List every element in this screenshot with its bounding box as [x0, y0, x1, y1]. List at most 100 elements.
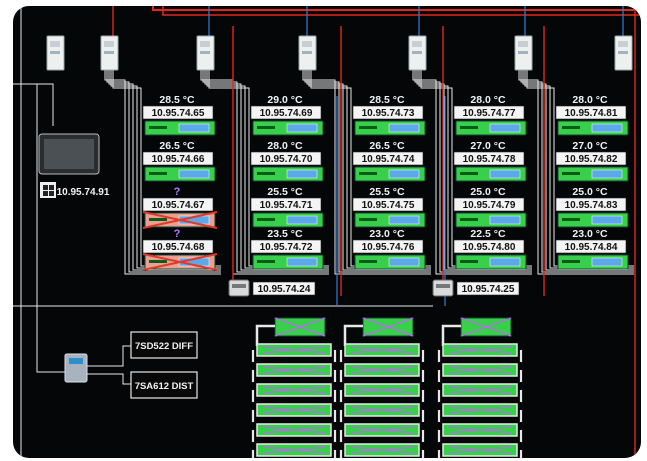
- gateway-ip: 10.95.74.24: [258, 284, 311, 295]
- temperature-reading: 26.5 °C: [369, 140, 405, 152]
- meter-module-7[interactable]: [614, 35, 633, 71]
- device-1-4[interactable]: ? 10.95.74.68: [142, 228, 218, 271]
- meter-module-4[interactable]: [298, 35, 317, 71]
- busbar-row: [251, 443, 337, 458]
- device-brand: [562, 218, 580, 221]
- device-column-3: 28.5 °C10.95.74.73 26.5 °C 10.95.74.74 25.5…: [352, 94, 426, 270]
- wire: [304, 70, 431, 273]
- device-brand: [149, 126, 167, 129]
- device-1-1[interactable]: 28.5 °C10.95.74.65: [142, 94, 216, 136]
- ip-label-box: [352, 197, 424, 212]
- meter-module-6[interactable]: [514, 35, 533, 71]
- meter-label: [104, 51, 114, 54]
- gateway-port: [436, 284, 450, 288]
- temperature-reading: 25.5 °C: [267, 186, 303, 198]
- wire: [460, 317, 512, 337]
- device-1-2[interactable]: 26.5 °C10.95.74.66: [142, 140, 216, 182]
- wire: [412, 70, 532, 275]
- wire: [106, 70, 221, 273]
- wire: [108, 70, 221, 271]
- wire: [262, 426, 326, 434]
- wire: [522, 70, 634, 271]
- ip-label-box: [250, 151, 322, 166]
- busbar-row: [339, 423, 425, 442]
- meter-display: [104, 41, 114, 47]
- device-2-1[interactable]: 29.0 °C10.95.74.69: [250, 94, 324, 136]
- device-2-4[interactable]: 23.5 °C10.95.74.72: [250, 228, 324, 270]
- device-4-1[interactable]: 28.0 °C10.95.74.77: [453, 94, 527, 136]
- wire: [87, 373, 131, 385]
- meter-module-2[interactable]: [100, 35, 119, 71]
- device-4-4[interactable]: 22.5 °C10.95.74.80: [453, 228, 527, 270]
- relay-2[interactable]: 7SA612 DIST: [130, 371, 198, 399]
- busbar-row: [251, 343, 337, 362]
- ip-label-box: [555, 151, 627, 166]
- ip-address: 10.95.74.74: [362, 154, 415, 165]
- device-5-2[interactable]: 27.0 °C10.95.74.82: [555, 140, 629, 182]
- busbar-row: [339, 403, 425, 422]
- meter-label: [302, 51, 312, 54]
- device-3-1[interactable]: 28.5 °C10.95.74.73: [352, 94, 426, 136]
- device-brand: [460, 172, 478, 175]
- device-display: [591, 215, 623, 225]
- device-2-2[interactable]: 28.0 °C10.95.74.70: [250, 140, 324, 182]
- device-3-2[interactable]: 26.5 °C 10.95.74.74: [352, 140, 426, 182]
- device-display: [286, 215, 318, 225]
- wire: [350, 346, 414, 354]
- device-brand: [257, 172, 275, 175]
- temperature-reading: ?: [174, 228, 181, 240]
- wire: [448, 386, 512, 394]
- meter-module-1[interactable]: [46, 35, 65, 71]
- ip-address: 10.95.74.68: [152, 242, 205, 253]
- workstation[interactable]: 10.95.74.91: [38, 133, 110, 198]
- busbar-group-2: [339, 317, 425, 458]
- meter-label: [618, 51, 628, 54]
- wire: [162, 6, 641, 16]
- gateway-2[interactable]: 10.95.74.25: [432, 279, 520, 297]
- device-display: [286, 257, 318, 267]
- wire: [350, 406, 414, 414]
- device-brand: [149, 218, 167, 221]
- meter-label: [50, 51, 60, 54]
- meter-display: [618, 41, 628, 47]
- device-5-3[interactable]: 25.0 °C10.95.74.83: [555, 186, 629, 228]
- device-4-2[interactable]: 27.0 °C10.95.74.78: [453, 140, 527, 182]
- temperature-reading: 28.5 °C: [159, 94, 195, 106]
- wire: [441, 324, 461, 346]
- device-3-4[interactable]: 23.0 °C10.95.74.76: [352, 228, 426, 270]
- temperature-reading: 27.0 °C: [470, 140, 506, 152]
- ip-address: 10.95.74.72: [260, 242, 313, 253]
- device-5-4[interactable]: 23.0 °C10.95.74.84: [555, 228, 629, 270]
- device-4-3[interactable]: 25.0 °C10.95.74.79: [453, 186, 527, 228]
- relay-box: [130, 331, 198, 359]
- ip-address: 10.95.74.69: [260, 108, 313, 119]
- temperature-reading: 28.0 °C: [267, 140, 303, 152]
- busbar-row: [339, 343, 425, 362]
- meter-module-5[interactable]: [408, 35, 427, 71]
- device-3-3[interactable]: 25.5 °C10.95.74.75: [352, 186, 426, 228]
- relay-1[interactable]: 7SD522 DIFF: [130, 331, 198, 359]
- device-brand: [359, 218, 377, 221]
- device-display: [489, 257, 521, 267]
- temperature-reading: 26.5 °C: [159, 140, 195, 152]
- windows-pane: [43, 185, 48, 190]
- device-display: [489, 215, 521, 225]
- ip-label-box: [142, 239, 214, 254]
- gateway-1[interactable]: 10.95.74.24: [228, 279, 316, 297]
- windows-icon: [43, 185, 54, 196]
- device-1-3[interactable]: ?10.95.74.67: [142, 186, 218, 229]
- device-2-3[interactable]: 25.5 °C10.95.74.71: [250, 186, 324, 228]
- device-display: [591, 123, 623, 133]
- wire: [274, 317, 326, 337]
- ip-label-box: [453, 239, 525, 254]
- device-5-1[interactable]: 28.0 °C10.95.74.81: [555, 94, 629, 136]
- device-display: [286, 123, 318, 133]
- device-display: [489, 169, 521, 179]
- device-brand: [149, 172, 167, 175]
- ip-address: 10.95.74.84: [565, 242, 618, 253]
- meter-module-3[interactable]: [196, 35, 215, 71]
